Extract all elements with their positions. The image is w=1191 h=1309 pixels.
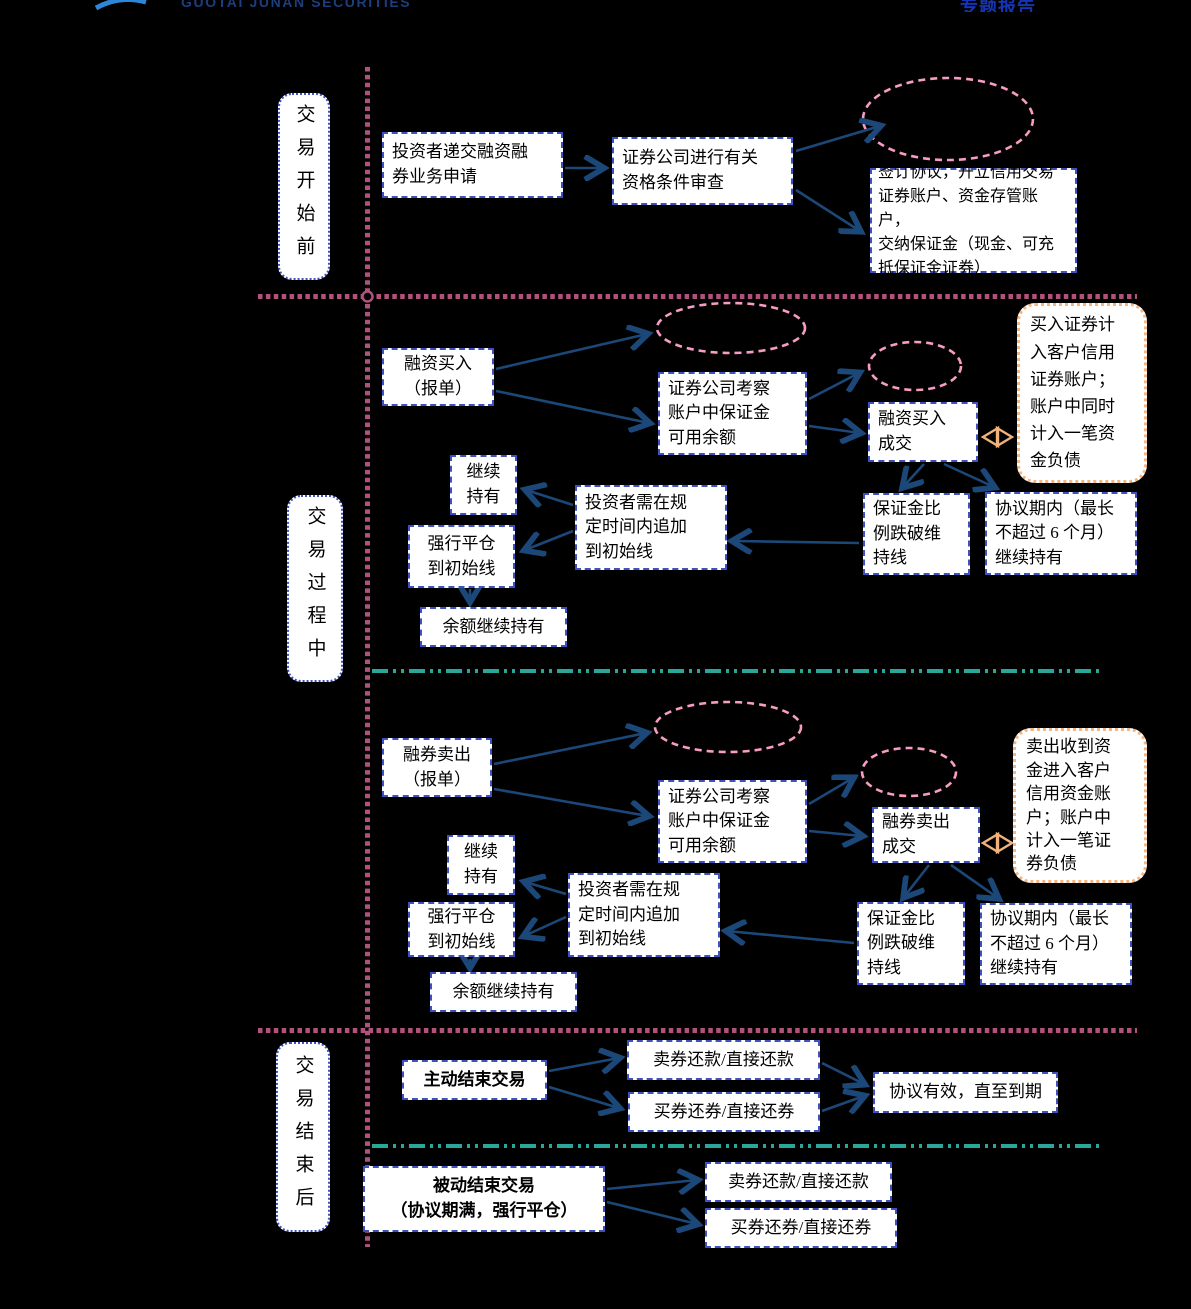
arrow-review-approval <box>795 126 880 153</box>
node-short-continue-hold: 继续 持有 <box>447 835 515 895</box>
logo-text: GUOTAI JUNAN SECURITIES <box>181 0 412 9</box>
node-qualification-review: 证券公司进行有关 资格条件审查 <box>612 137 793 205</box>
node-finance-force-close: 强行平仓 到初始线 <box>408 525 515 588</box>
node-passive-sell-repay-cash: 卖券还款/直接还款 <box>705 1162 892 1202</box>
divider-junction-dot <box>361 290 374 303</box>
sidebar-during-trade: 交易过程中 <box>287 495 343 682</box>
logo-swoosh-icon <box>94 0 147 11</box>
arrow-filled-break-short <box>904 864 931 897</box>
report-type-label: 专题报告 <box>960 0 1036 12</box>
node-agreement-valid-until-expiry: 协议有效，直至到期 <box>873 1072 1058 1113</box>
arrow-filled-holdterm-finance <box>943 462 994 487</box>
arrow-addmargin-continue-finance <box>526 490 574 505</box>
link-diamond-left-icon <box>980 831 1000 855</box>
arrow-shortorder-reject <box>493 733 646 766</box>
node-finance-add-margin-deadline: 投资者需在规 定时间内追加 到初始线 <box>575 485 727 570</box>
node-finance-hold-within-term: 协议期内（最长 不超过 6 个月） 继续持有 <box>985 492 1137 575</box>
node-finance-margin-ratio-break: 保证金比 例跌破维 持线 <box>863 493 970 575</box>
flow-arrows <box>470 126 998 1224</box>
node-short-force-close: 强行平仓 到初始线 <box>408 902 515 957</box>
arrow-addmargin-continue-short <box>525 882 567 894</box>
arrow-shortorder-check <box>493 787 648 816</box>
arrow-filled-break-finance <box>903 463 925 487</box>
arrow-buyreturn-agreement <box>821 1096 864 1111</box>
node-passive-end-trade: 被动结束交易 （协议期满，强行平仓） <box>363 1166 605 1232</box>
note-finance-credit-account: 买入证券计 入客户信用 证券账户； 账户中同时 计入一笔资 金负债 <box>1017 303 1147 483</box>
node-active-sell-repay-cash: 卖券还款/直接还款 <box>627 1040 820 1080</box>
arrow-addmargin-forceclose-finance <box>525 529 574 550</box>
node-short-add-margin-deadline: 投资者需在规 定时间内追加 到初始线 <box>568 873 720 957</box>
node-finance-buy-filled: 融资买入 成交 <box>868 402 978 462</box>
arrow-break-addmargin-finance <box>733 541 860 543</box>
arrow-addmargin-forceclose-short <box>524 915 567 936</box>
arrow-check-pass-short <box>808 778 853 806</box>
link-diamond-right-icon <box>995 831 1015 855</box>
node-finance-buy-order: 融资买入 （报单） <box>382 348 494 406</box>
node-short-margin-ratio-break: 保证金比 例跌破维 持线 <box>857 902 965 985</box>
arrow-break-addmargin-short <box>727 931 855 943</box>
node-finance-check-margin-balance: 证券公司考察 账户中保证金 可用余额 <box>658 372 807 455</box>
arrow-filled-holdterm-short <box>950 863 998 898</box>
node-short-balance-continue-hold: 余额继续持有 <box>430 972 577 1012</box>
arrow-activeend-sellrepay <box>548 1058 619 1071</box>
link-diamond-left-icon <box>980 425 1000 449</box>
node-active-end-trade: 主动结束交易 <box>402 1060 547 1100</box>
arrow-check-filled-short <box>808 831 862 836</box>
node-finance-continue-hold: 继续 持有 <box>450 455 517 515</box>
arrow-sellrepay-agreement <box>821 1061 864 1084</box>
arrow-passiveend-sellrepay <box>606 1180 697 1189</box>
node-sign-agreement-open-accounts: 签订协议，开立信用交易 证券账户、资金存管账户， 交纳保证金（现金、可充 抵保证… <box>870 164 1077 277</box>
arrow-review-sign <box>795 188 860 231</box>
sidebar-before-trade: 交易开始前 <box>278 93 330 280</box>
node-short-hold-within-term: 协议期内（最长 不超过 6 个月） 继续持有 <box>980 903 1132 985</box>
sidebar-after-trade: 交易结束后 <box>276 1042 330 1232</box>
node-short-check-margin-balance: 证券公司考察 账户中保证金 可用余额 <box>658 780 807 863</box>
ellipse-approval <box>861 76 1035 162</box>
ellipse-short-pass <box>860 746 958 798</box>
node-short-sell-filled: 融券卖出 成交 <box>872 807 980 863</box>
node-investor-application: 投资者递交融资融 券业务申请 <box>382 132 563 198</box>
arrow-activeend-buyreturn <box>548 1085 619 1108</box>
node-finance-balance-continue-hold: 余额继续持有 <box>420 607 567 647</box>
arrow-check-filled-finance <box>808 426 860 433</box>
arrow-financeorder-reject <box>495 334 647 371</box>
link-diamond-right-icon <box>995 425 1015 449</box>
arrow-passiveend-buyreturn <box>606 1200 697 1224</box>
arrow-financeorder-check <box>495 389 649 423</box>
ellipse-short-reject <box>653 700 803 754</box>
node-passive-buy-return-securities: 买券还券/直接还券 <box>705 1208 897 1248</box>
node-active-buy-return-securities: 买券还券/直接还券 <box>628 1092 820 1132</box>
node-short-sell-order: 融券卖出 （报单） <box>382 738 492 797</box>
arrow-check-pass-finance <box>808 373 859 401</box>
ellipse-finance-reject <box>655 301 807 355</box>
note-short-credit-account: 卖出收到资 金进入客户 信用资金账 户；账户中 计入一笔证 券负债 <box>1013 728 1147 883</box>
ellipse-finance-pass <box>867 340 963 392</box>
